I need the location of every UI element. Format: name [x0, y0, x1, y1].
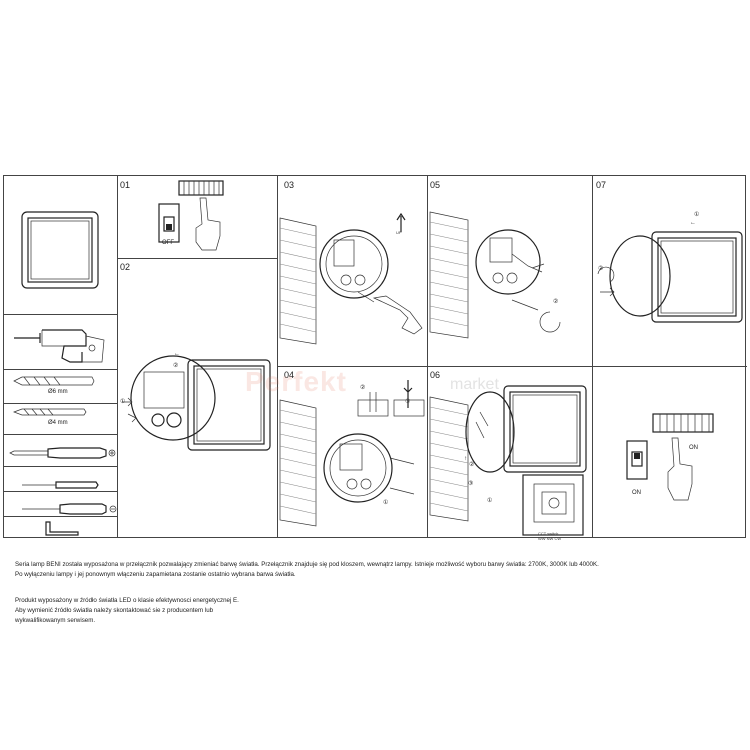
description-paragraph-2: Produkt wyposażony w źródło światła LED …	[15, 596, 735, 626]
drill-bit-6mm-icon	[13, 376, 95, 386]
cct-switch-inset-illustration	[522, 474, 584, 536]
step-marker-3: ③	[405, 399, 411, 405]
step-number: 07	[596, 180, 607, 190]
brick-wall-icon	[429, 396, 469, 522]
up-label: UP	[396, 230, 402, 235]
column-divider	[592, 176, 593, 537]
row-divider	[4, 466, 117, 467]
step-number: 03	[284, 180, 295, 190]
arrow-left-label: ←	[690, 220, 696, 226]
mounting-base-screws-illustration	[323, 433, 415, 503]
drill-icon	[14, 329, 105, 363]
step-number: 01	[120, 180, 131, 190]
row-divider	[4, 369, 117, 370]
cct-values-label: WW NW CW	[538, 536, 562, 541]
base-wiring-illustration	[475, 229, 545, 295]
hand-pointing-icon	[667, 437, 693, 501]
off-label: OFF	[162, 240, 174, 246]
row-divider	[4, 516, 117, 517]
drill-bit-4mm-label: Ø4 mm	[48, 420, 68, 426]
screwdriver-rotate-icon	[511, 299, 561, 333]
step-marker-2: ②	[598, 266, 604, 272]
brick-wall-icon	[279, 399, 317, 527]
wall-plug-insertion-icon	[357, 380, 425, 417]
column-divider	[427, 176, 428, 537]
description-line: Seria lamp BENI została wyposażona w prz…	[15, 561, 599, 568]
description-line: Aby wymienić źródło światła należy skont…	[15, 607, 214, 614]
row-divider	[4, 314, 117, 315]
description-line: Po wyłączeniu lampy i jej ponownym włącz…	[15, 571, 296, 578]
lamp-closing-illustration	[597, 231, 743, 323]
brick-wall-icon	[279, 217, 317, 345]
allen-key-icon	[45, 521, 79, 536]
flat-screwdriver-icon	[22, 503, 117, 515]
step-number: 06	[430, 370, 441, 380]
drill-bit-4mm-icon	[13, 408, 87, 416]
brick-wall-icon	[429, 211, 469, 339]
breaker-switch-off-icon	[158, 203, 180, 243]
row-divider	[4, 434, 117, 435]
description-line: wykwalifikowanym serwisem.	[15, 617, 96, 624]
on-label-small: ON	[689, 445, 698, 451]
description-line: Produkt wyposażony w źródło światła LED …	[15, 597, 239, 604]
row-divider	[4, 403, 117, 404]
row-divider	[117, 258, 277, 259]
arrow-up-label: ↑	[464, 456, 467, 462]
on-label: ON	[632, 490, 641, 496]
junction-terminal-icon	[652, 413, 714, 433]
junction-terminal-icon	[178, 180, 224, 196]
lamp-mounting-illustration	[122, 355, 271, 451]
step-marker-2: ②	[553, 299, 559, 305]
row-divider	[4, 491, 117, 492]
column-divider	[117, 176, 118, 537]
lamp-front-illustration	[21, 211, 99, 289]
drill-bit-6mm-label: Ø6 mm	[48, 389, 68, 395]
step-marker-1: ①	[120, 399, 126, 405]
small-screwdriver-icon	[22, 481, 99, 489]
cct-switch-label: CCT switch	[538, 531, 559, 536]
step-marker-2: ②	[173, 363, 179, 369]
step-marker-1: ①	[694, 212, 700, 218]
phillips-screwdriver-icon	[9, 447, 116, 459]
step-number: 05	[430, 180, 441, 190]
instruction-sheet	[3, 175, 747, 538]
step-marker-2: ②	[360, 385, 366, 391]
breaker-switch-on-icon	[626, 440, 648, 480]
watermark-suffix: market	[450, 376, 499, 393]
arrow-up-icon	[396, 212, 406, 232]
step-number: 02	[120, 262, 131, 272]
step-marker-3: ③	[468, 481, 474, 487]
hand-pointing-icon	[195, 197, 221, 251]
watermark-logo: Perfekt	[245, 366, 347, 397]
arrow-left-label: ←	[174, 351, 180, 357]
step-marker-1: ①	[487, 498, 493, 504]
description-paragraph-1: Seria lamp BENI została wyposażona w prz…	[15, 560, 735, 580]
column-divider	[277, 176, 278, 537]
mounting-base-illustration	[319, 229, 389, 299]
drill-in-use-icon	[357, 291, 423, 335]
step-number: 04	[284, 370, 295, 380]
step-marker-1: ①	[383, 500, 389, 506]
step-marker-2: ②	[469, 462, 475, 468]
row-divider	[277, 366, 747, 367]
lamp-attach-illustration	[465, 385, 587, 473]
